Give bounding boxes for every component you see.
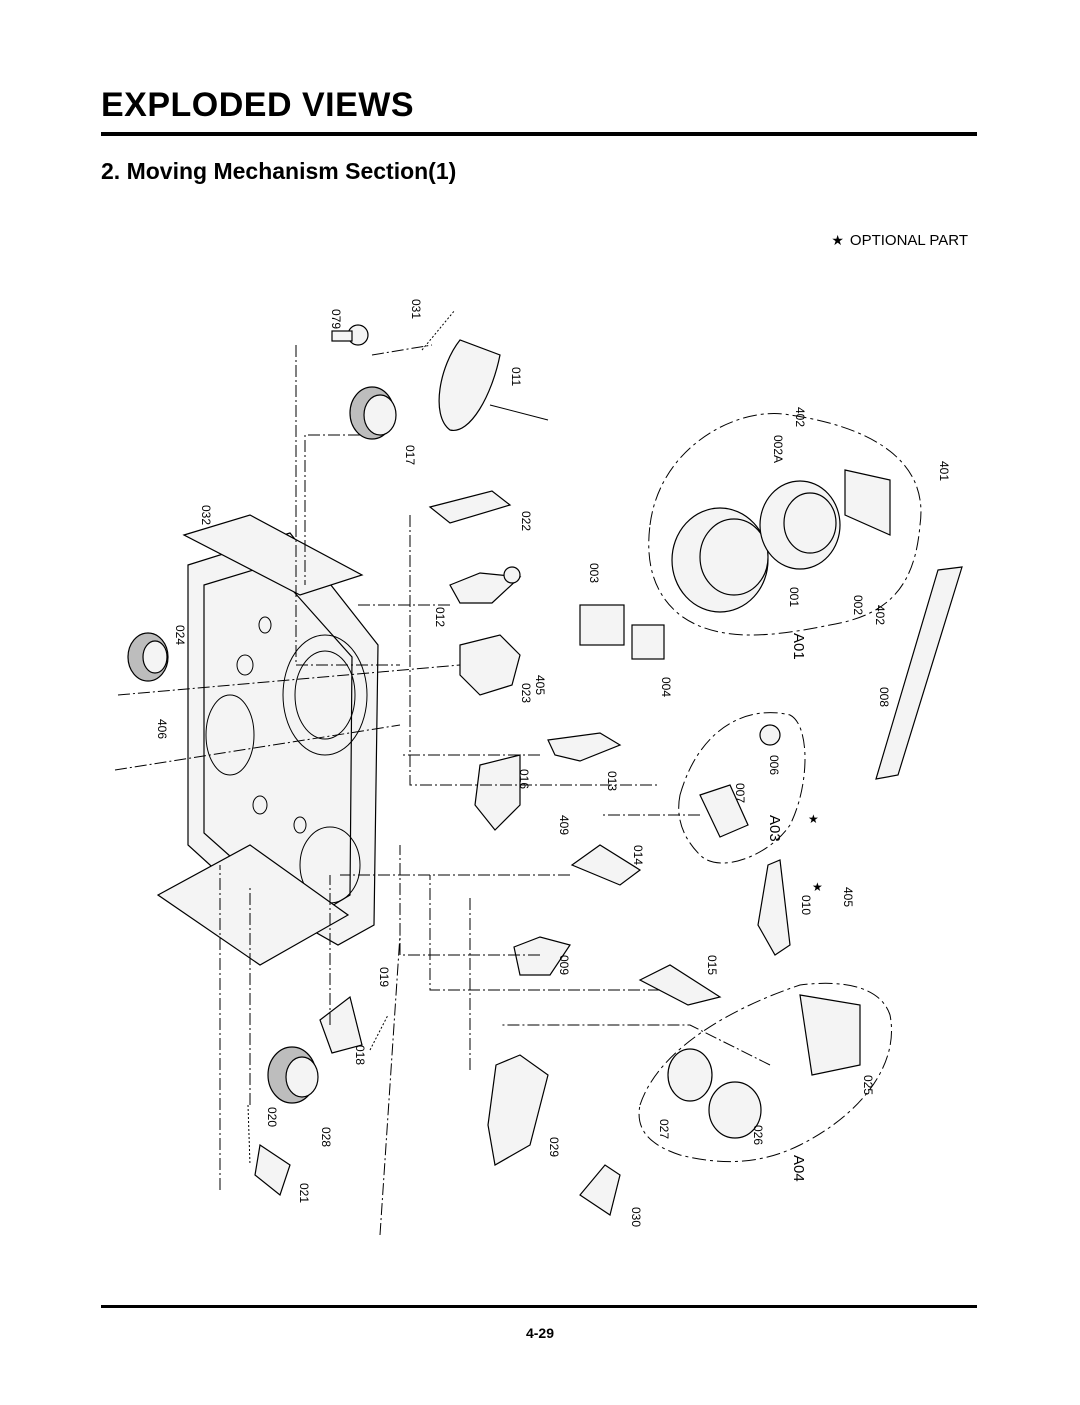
callout-402a: 402 (793, 407, 807, 427)
header-rule (101, 132, 977, 136)
callout-014: 014 (631, 845, 645, 865)
group-a03 (678, 712, 806, 864)
callout-401: 401 (937, 461, 951, 481)
callout-029: 029 (547, 1137, 561, 1157)
footer-rule (101, 1305, 977, 1308)
callout-402b: 402 (873, 605, 887, 625)
callout-labels: 079 031 011 017 032 022 003 012 024 405 … (155, 299, 951, 1227)
part-022 (428, 490, 512, 524)
part-023 (459, 634, 521, 696)
optional-star-a03: ★ (808, 812, 819, 826)
callout-003: 003 (587, 563, 601, 583)
part-016 (474, 754, 521, 831)
callout-010: 010 (799, 895, 813, 915)
section-title: 2. Moving Mechanism Section(1) (101, 158, 457, 184)
main-chassis (156, 514, 379, 966)
legend-text: OPTIONAL PART (849, 232, 968, 249)
callout-024: 024 (173, 625, 187, 645)
part-018-spring (369, 1014, 389, 1051)
part-017-gear (349, 386, 397, 440)
callout-025: 025 (861, 1075, 875, 1095)
exploded-view-diagram: 079 031 011 017 032 022 003 012 024 405 … (114, 299, 963, 1236)
part-020-spring (247, 1104, 251, 1166)
group-label-a01: A01 (790, 633, 807, 660)
part-031-spring (421, 309, 456, 351)
page-number: 4-29 (525, 1325, 555, 1341)
callout-079: 079 (329, 309, 343, 329)
part-011-arm (438, 339, 549, 431)
callout-006: 006 (767, 755, 781, 775)
callout-019: 019 (377, 967, 391, 987)
part-079 (331, 324, 369, 346)
part-009 (513, 936, 571, 976)
callout-012: 012 (433, 607, 447, 627)
callout-030: 030 (629, 1207, 643, 1227)
callout-008: 008 (877, 687, 891, 707)
callout-017: 017 (403, 445, 417, 465)
callout-023: 023 (519, 683, 533, 703)
group-a01 (648, 413, 922, 636)
callout-409: 409 (557, 815, 571, 835)
optional-part-legend: ★ OPTIONAL PART (831, 232, 968, 249)
group-a04 (638, 982, 892, 1163)
leader-lines (114, 344, 771, 1236)
callout-027: 027 (657, 1119, 671, 1139)
part-013 (547, 732, 622, 762)
callout-011: 011 (509, 367, 523, 386)
part-004 (631, 624, 665, 660)
part-019 (319, 995, 363, 1054)
callout-022: 022 (519, 511, 533, 531)
part-015 (638, 964, 722, 1006)
callout-406: 406 (155, 719, 169, 739)
callout-001: 001 (787, 587, 801, 607)
callout-018: 018 (353, 1045, 367, 1065)
part-021 (254, 1143, 291, 1197)
part-003 (579, 604, 625, 646)
part-029 (487, 1054, 549, 1166)
callout-002: 002 (851, 595, 865, 615)
callout-016: 016 (517, 769, 531, 789)
callout-009: 009 (557, 955, 571, 975)
callout-002a: 002A (771, 435, 785, 463)
part-010 (757, 859, 791, 956)
callout-015: 015 (705, 955, 719, 975)
optional-star-010: ★ (812, 880, 823, 894)
part-008-cable (875, 566, 963, 780)
callout-020: 020 (265, 1107, 279, 1127)
callout-026: 026 (751, 1125, 765, 1145)
part-012 (449, 566, 522, 604)
part-030 (579, 1164, 621, 1216)
star-icon: ★ (831, 232, 844, 248)
page-heading: EXPLODED VIEWS (101, 86, 415, 124)
part-014 (570, 844, 642, 886)
callout-405a: 405 (533, 675, 547, 695)
callout-032: 032 (199, 505, 213, 525)
part-024-gear (127, 632, 169, 682)
callout-405b: 405 (841, 887, 855, 907)
callout-013: 013 (605, 771, 619, 791)
group-label-a04: A04 (790, 1155, 807, 1182)
part-028-gear (267, 1046, 319, 1104)
callout-028: 028 (319, 1127, 333, 1147)
callout-021: 021 (297, 1183, 311, 1203)
callout-031: 031 (409, 299, 423, 319)
group-label-a03: A03 (766, 815, 783, 842)
callout-004: 004 (659, 677, 673, 697)
callout-007: 007 (733, 783, 747, 803)
